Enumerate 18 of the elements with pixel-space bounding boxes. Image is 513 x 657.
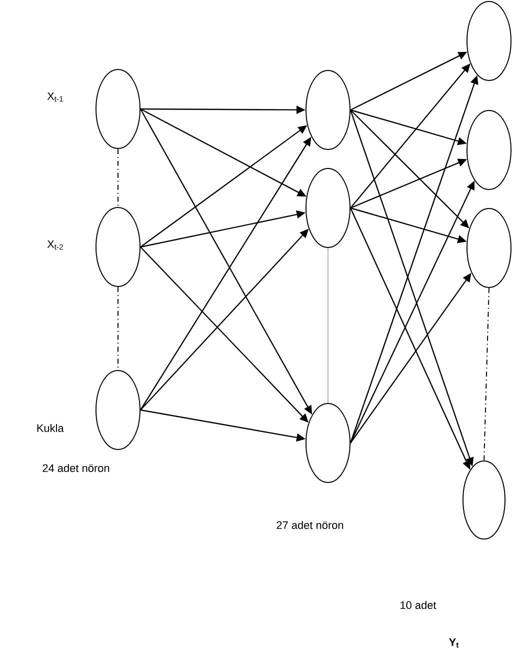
neuron-circle: [306, 168, 350, 248]
connector-line: [484, 288, 490, 461]
neuron-circle: [466, 1, 512, 81]
neuron-circle: [462, 460, 506, 540]
neuron-circle: [96, 69, 140, 149]
neuron-label: X$_{t-2}$: [47, 240, 63, 250]
neuron-circle: [466, 110, 512, 190]
neuron-label: X$_{t-1}$: [47, 92, 63, 102]
layer-caption: 24 adet nöron: [42, 464, 110, 472]
neuron-circle: [96, 207, 140, 287]
neuron-circle: [306, 70, 350, 150]
neuron-circle: [466, 208, 512, 288]
layer-caption: 27 adet nöron: [276, 520, 344, 530]
neuron-label: Kukla: [37, 424, 64, 432]
layer-caption: 10 adet: [400, 600, 436, 610]
neuron-circle: [306, 403, 350, 483]
neuron-circle: [96, 370, 140, 450]
layer-caption: Y$_{t}$: [449, 638, 459, 648]
